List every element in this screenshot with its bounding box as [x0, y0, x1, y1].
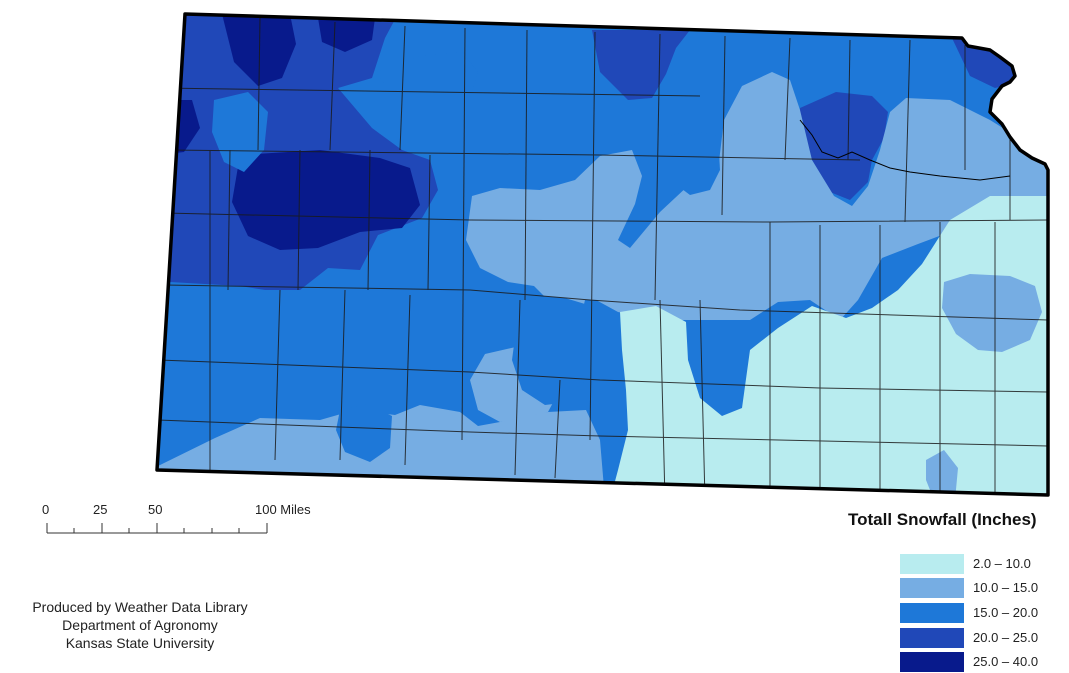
scale-bar	[46, 523, 268, 534]
legend-label-3: 15.0 – 20.0	[973, 605, 1039, 620]
kansas-river	[799, 119, 1011, 181]
credits-line-2: Department of Agronomy	[62, 617, 218, 633]
zone-15-20-central-lobe	[512, 296, 590, 405]
legend-swatch-3	[900, 603, 964, 623]
legend-label-2: 10.0 – 15.0	[973, 580, 1039, 595]
zone-10-15-island-east	[942, 274, 1042, 352]
zone-25-40-b	[318, 18, 375, 52]
credits-line-1: Produced by Weather Data Library	[32, 599, 248, 615]
legend-label-5: 25.0 – 40.0	[973, 654, 1039, 669]
zone-25-40-a	[222, 14, 296, 86]
zone-20-25-northeast	[800, 92, 888, 200]
credits-line-3: Kansas State University	[65, 635, 215, 651]
zone-25-40-d	[232, 150, 420, 250]
scale-label-100-miles: 100 Miles	[255, 502, 311, 517]
snowfall-zones	[157, 14, 1048, 495]
scale-label-25: 25	[93, 502, 108, 517]
legend-swatch-2	[900, 578, 964, 598]
zone-15-20-island-north	[376, 52, 478, 108]
zone-15-20-east-lobe	[656, 130, 720, 195]
zone-2-10-southeast	[610, 196, 1048, 495]
scale-label-0: 0	[42, 502, 50, 517]
scale-label-50: 50	[148, 502, 163, 517]
zone-10-15-island-south	[926, 450, 958, 495]
legend-swatch-1	[900, 554, 964, 574]
legend-label-1: 2.0 – 10.0	[973, 556, 1031, 571]
county-lines	[157, 17, 1048, 495]
legend-title: Totall Snowfall (Inches)	[848, 510, 1037, 529]
zone-20-25-north	[592, 30, 690, 100]
kansas-border	[155, 12, 1050, 497]
legend-label-4: 20.0 – 25.0	[973, 630, 1039, 645]
credits-block: Produced by Weather Data Library Departm…	[10, 598, 270, 652]
legend-swatch-4	[900, 628, 964, 648]
zone-15-20-island-west	[212, 92, 268, 172]
zone-15-20-south-lobe	[336, 404, 392, 462]
legend-swatch-5	[900, 652, 964, 672]
zone-10-15-central	[466, 72, 1048, 422]
